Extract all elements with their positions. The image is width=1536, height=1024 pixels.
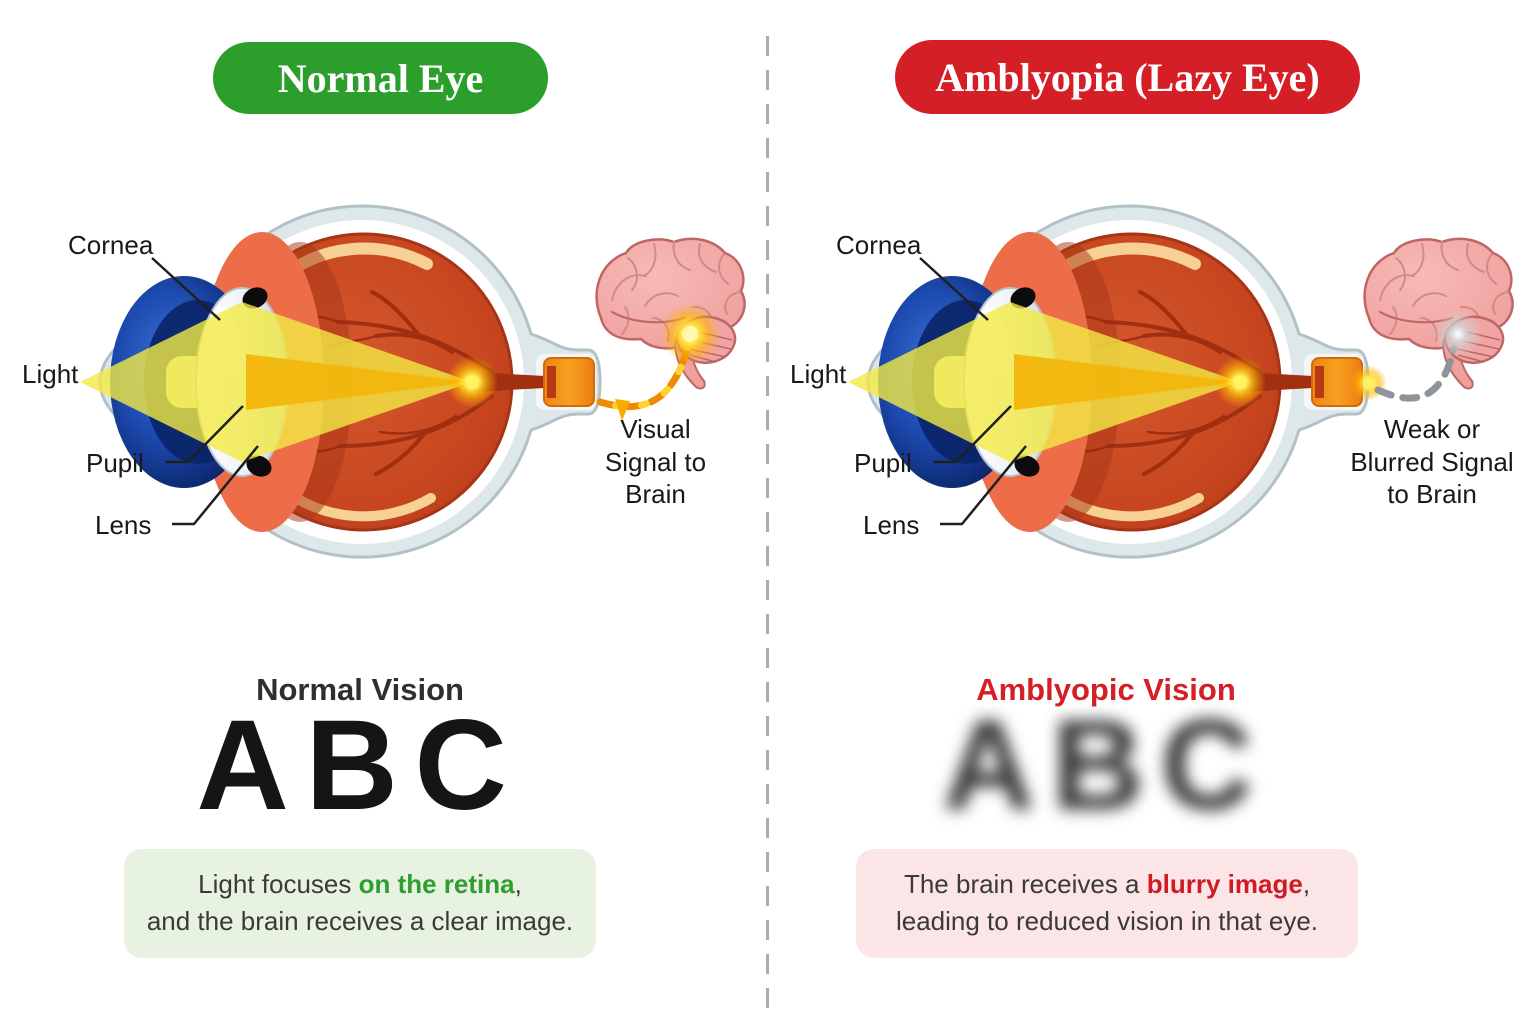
pupil-label: Pupil — [86, 448, 144, 478]
caption-mid: , — [1302, 869, 1311, 899]
light-label: Light — [22, 359, 79, 389]
caption-pre: The brain receives a — [903, 869, 1147, 899]
center-divider — [766, 36, 769, 1018]
signal-caption: Visual Signal to Brain — [604, 414, 707, 509]
amblyopia-eye-diagram — [768, 150, 1514, 610]
eye-chart-letters-blurred: ABC — [942, 694, 1270, 837]
explanation-box-amblyopia: The brain receives a blurry image, leadi… — [856, 849, 1358, 958]
eye-cross-section-illustration — [80, 206, 600, 557]
brain-illustration — [1363, 237, 1514, 390]
vision-title-amblyopic: Amblyopic Vision — [976, 672, 1236, 707]
amblyopia-panel: Amblyopia (Lazy Eye) Cornea Light Pupil … — [768, 0, 1536, 1024]
amblyopia-badge-label: Amblyopia (Lazy Eye) — [935, 54, 1320, 100]
brain-weak-signal-glow — [1434, 310, 1482, 358]
pupil-label: Pupil — [854, 448, 912, 478]
light-label: Light — [790, 359, 847, 389]
nerve-end-glow-core — [1363, 377, 1375, 389]
vision-title-normal: Normal Vision — [256, 672, 464, 707]
caption-highlight: blurry image — [1146, 869, 1303, 899]
caption-line2: and the brain receives a clear image. — [146, 905, 574, 936]
explanation-box-normal: Light focuses on the retina, and the bra… — [124, 849, 596, 958]
cornea-label: Cornea — [836, 230, 922, 260]
signal-arrow-tick — [615, 399, 630, 421]
eye-chart-letters-clear: ABC — [196, 694, 524, 837]
caption-highlight: on the retina — [358, 869, 515, 899]
caption-line1: Light focuses on the retina, — [132, 866, 588, 903]
normal-eye-badge: Normal Eye — [213, 42, 548, 114]
caption-mid: , — [514, 869, 522, 899]
caption-pre: Light focuses — [198, 869, 359, 899]
weak-signal-path — [1374, 344, 1458, 402]
caption-line1: The brain receives a blurry image, — [864, 866, 1350, 903]
signal-caption: Weak or Blurred Signal to Brain — [1350, 414, 1514, 509]
lens-label: Lens — [95, 510, 152, 540]
normal-eye-panel: Normal Eye Cornea Light Pupil Lens Visua… — [0, 42, 746, 958]
lens-label: Lens — [863, 510, 920, 540]
visual-signal-path-accent — [596, 342, 692, 410]
caption-line2: leading to reduced vision in that eye. — [895, 905, 1319, 936]
normal-eye-badge-label: Normal Eye — [277, 55, 484, 101]
amblyopia-badge: Amblyopia (Lazy Eye) — [895, 40, 1360, 114]
brain-signal-glow-core — [682, 326, 698, 342]
eye-cross-section-illustration — [848, 206, 1368, 557]
normal-eye-diagram — [0, 150, 746, 610]
cornea-label: Cornea — [68, 230, 154, 260]
